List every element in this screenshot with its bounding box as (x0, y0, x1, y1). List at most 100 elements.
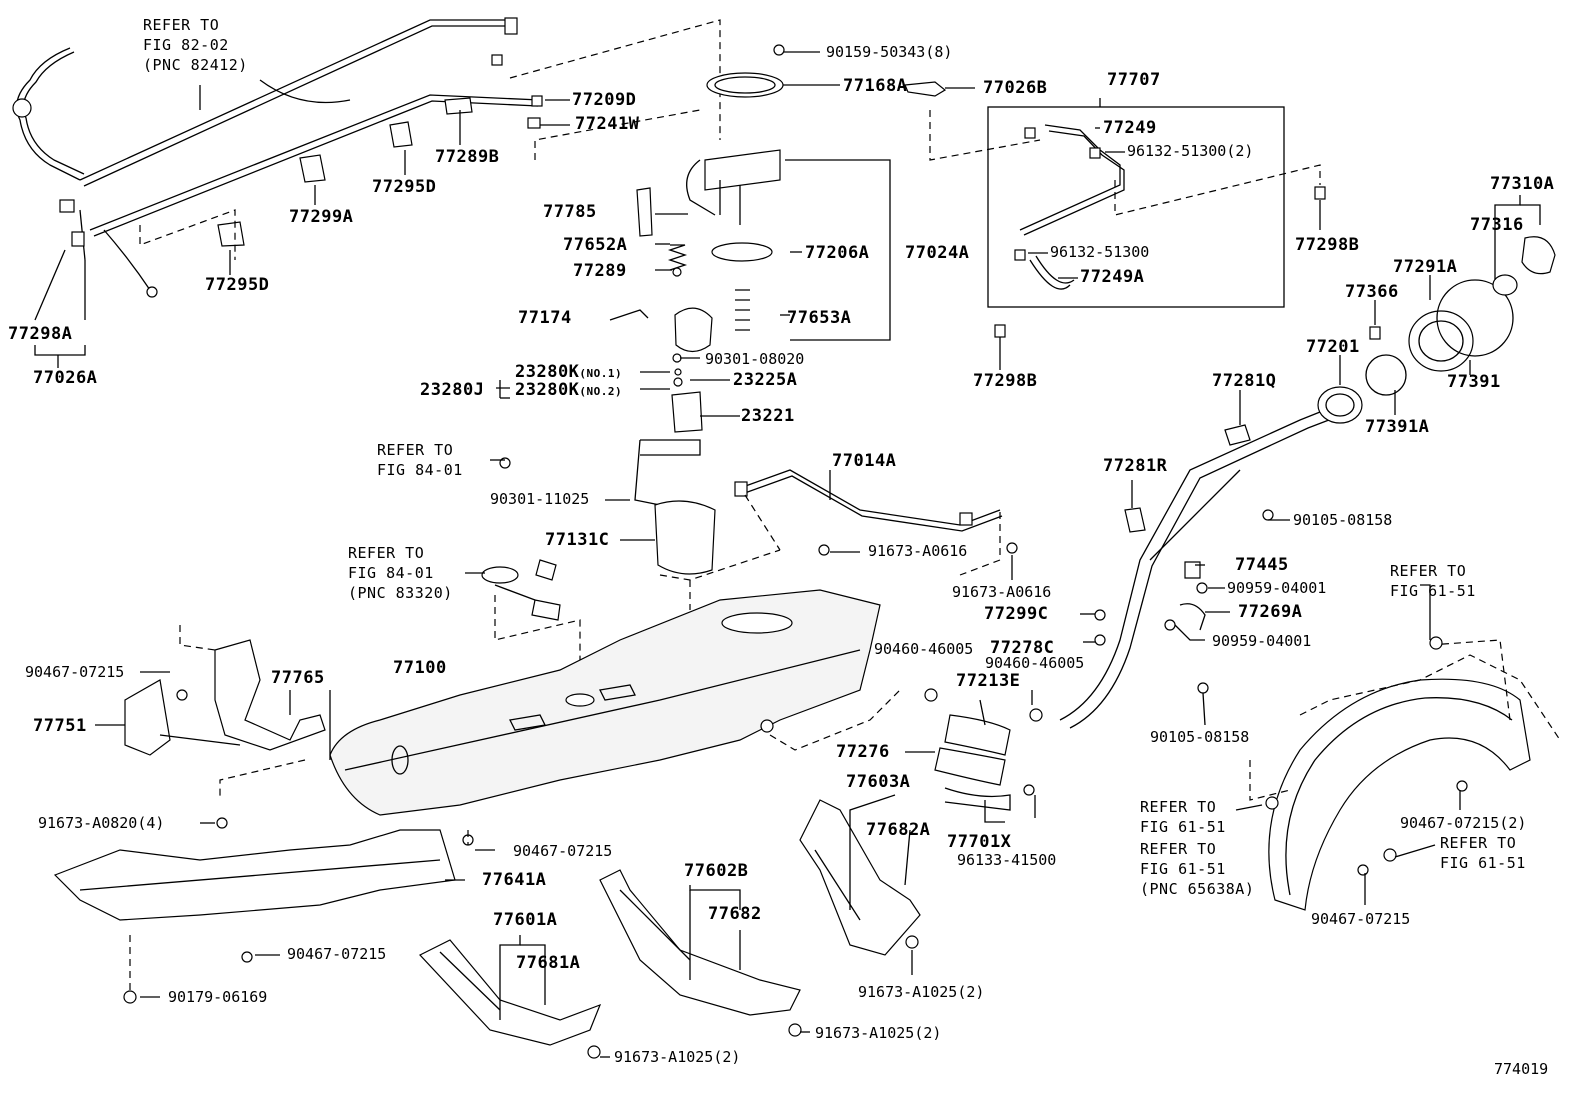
part-23280j[interactable]: 23280J (420, 380, 485, 400)
part-77316[interactable]: 77316 (1470, 215, 1524, 235)
part-91673-a1025-a[interactable]: 91673-A1025(2) (858, 983, 985, 1001)
part-77014a[interactable]: 77014A (832, 451, 897, 471)
ref-line: REFER TO (1140, 798, 1217, 816)
part-90467-07215-d[interactable]: 90467-07215(2) (1400, 814, 1527, 832)
part-77391[interactable]: 77391 (1447, 372, 1501, 392)
part-77603a[interactable]: 77603A (846, 772, 911, 792)
part-23280k-no2[interactable]: 23280K(NO.2) (515, 382, 622, 399)
part-77299a[interactable]: 77299A (289, 207, 354, 227)
part-77201[interactable]: 77201 (1306, 337, 1360, 357)
part-note: (NO.1) (579, 367, 623, 380)
part-77751[interactable]: 77751 (33, 716, 87, 736)
part-77445[interactable]: 77445 (1235, 555, 1289, 575)
part-90105-08158-a[interactable]: 90105-08158 (1293, 511, 1393, 529)
part-90467-07215-a[interactable]: 90467-07215 (25, 663, 125, 681)
part-77765[interactable]: 77765 (271, 668, 325, 688)
part-77206a[interactable]: 77206A (805, 243, 870, 263)
part-90460-46005-b[interactable]: 90460-46005 (985, 654, 1085, 672)
part-91673-a1025-b[interactable]: 91673-A1025(2) (815, 1024, 942, 1042)
part-90959-04001-a[interactable]: 90959-04001 (1227, 579, 1327, 597)
ref-fig-84-01-b[interactable]: REFER TO FIG 84-01 (PNC 83320) (348, 546, 453, 601)
part-91673-a0616-b[interactable]: 91673-A0616 (952, 583, 1052, 601)
part-23221[interactable]: 23221 (741, 406, 795, 426)
part-77641a[interactable]: 77641A (482, 870, 547, 890)
part-77298b-b[interactable]: 77298B (973, 371, 1038, 391)
part-77299c[interactable]: 77299C (984, 604, 1049, 624)
part-77024a[interactable]: 77024A (905, 243, 970, 263)
part-91673-a1025-c[interactable]: 91673-A1025(2) (614, 1048, 741, 1066)
part-77295d-b[interactable]: 77295D (205, 275, 270, 295)
part-77682a[interactable]: 77682A (866, 820, 931, 840)
part-77209d[interactable]: 77209D (572, 90, 637, 110)
part-77298b-a[interactable]: 77298B (1295, 235, 1360, 255)
part-77168a[interactable]: 77168A (843, 76, 908, 96)
ref-line: FIG 84-01 (348, 564, 434, 582)
part-91673-a0820-4[interactable]: 91673-A0820(4) (38, 814, 165, 832)
ref-fig-61-51-c[interactable]: REFER TO FIG 61-51 (PNC 65638A) (1140, 842, 1254, 897)
part-90460-46005-a[interactable]: 90460-46005 (874, 640, 974, 658)
part-number: 23280K (515, 362, 580, 382)
ref-fig-82-02[interactable]: REFER TO FIG 82-02 (PNC 82412) (143, 18, 248, 73)
part-77249[interactable]: 77249 (1103, 118, 1157, 138)
ref-line: FIG 61-51 (1390, 582, 1476, 600)
part-77366[interactable]: 77366 (1345, 282, 1399, 302)
part-23280k-no1[interactable]: 23280K(NO.1) (515, 364, 622, 381)
ref-line: FIG 61-51 (1140, 860, 1226, 878)
pump-bracket-lines (785, 159, 891, 341)
part-77026b[interactable]: 77026B (983, 78, 1048, 98)
part-90301-08020[interactable]: 90301-08020 (705, 350, 805, 368)
part-77602b[interactable]: 77602B (684, 861, 749, 881)
part-90179-06169[interactable]: 90179-06169 (168, 988, 268, 1006)
part-77289[interactable]: 77289 (573, 261, 627, 281)
tank-undercover (53, 829, 474, 1004)
part-77295d-a[interactable]: 77295D (372, 177, 437, 197)
part-77131c[interactable]: 77131C (545, 530, 610, 550)
part-96133-41500[interactable]: 96133-41500 (957, 851, 1057, 869)
part-77291a[interactable]: 77291A (1393, 257, 1458, 277)
ref-fig-61-51-a[interactable]: REFER TO FIG 61-51 (1390, 564, 1476, 599)
part-90159-50343[interactable]: 90159-50343(8) (826, 43, 953, 61)
dashed-leaders-top (139, 19, 1321, 260)
part-90467-07215-b[interactable]: 90467-07215 (513, 842, 613, 860)
ref-fig-84-01-a[interactable]: REFER TO FIG 84-01 (377, 443, 463, 478)
part-77785[interactable]: 77785 (543, 202, 597, 222)
part-77701x[interactable]: 77701X (947, 832, 1012, 852)
part-77298a[interactable]: 77298A (8, 324, 73, 344)
part-23225a[interactable]: 23225A (733, 370, 798, 390)
part-91673-a0616-a[interactable]: 91673-A0616 (868, 542, 968, 560)
part-77653a[interactable]: 77653A (787, 308, 852, 328)
part-number: 23280K (515, 380, 580, 400)
part-90105-08158-b[interactable]: 90105-08158 (1150, 728, 1250, 746)
part-77682[interactable]: 77682 (708, 904, 762, 924)
ref-fig-61-51-b[interactable]: REFER TO FIG 61-51 (1140, 800, 1226, 835)
part-77601a[interactable]: 77601A (493, 910, 558, 930)
part-90467-07215-e[interactable]: 90467-07215 (1311, 910, 1411, 928)
part-96132-51300[interactable]: 96132-51300 (1050, 243, 1150, 261)
part-77652a[interactable]: 77652A (563, 235, 628, 255)
part-77174[interactable]: 77174 (518, 308, 572, 328)
part-77391a[interactable]: 77391A (1365, 417, 1430, 437)
part-77213e[interactable]: 77213E (956, 671, 1021, 691)
part-77026a[interactable]: 77026A (33, 368, 98, 388)
part-77276[interactable]: 77276 (836, 742, 890, 762)
part-77278c[interactable]: 77278C (990, 638, 1055, 658)
fuel-pump-module (609, 44, 947, 610)
ref-fig-61-51-d[interactable]: REFER TO FIG 61-51 (1440, 836, 1526, 871)
part-77281q[interactable]: 77281Q (1212, 371, 1277, 391)
part-77100[interactable]: 77100 (393, 658, 447, 678)
part-77681a[interactable]: 77681A (516, 953, 581, 973)
part-77241w[interactable]: 77241W (575, 114, 640, 134)
part-96132-51300-2[interactable]: 96132-51300(2) (1127, 142, 1254, 160)
part-77281r[interactable]: 77281R (1103, 456, 1168, 476)
evap-line (734, 469, 1018, 576)
ref-line: FIG 61-51 (1140, 818, 1226, 836)
ref-line: FIG 84-01 (377, 461, 463, 479)
part-77269a[interactable]: 77269A (1238, 602, 1303, 622)
part-77249a[interactable]: 77249A (1080, 267, 1145, 287)
part-90467-07215-c[interactable]: 90467-07215 (287, 945, 387, 963)
part-77289b[interactable]: 77289B (435, 147, 500, 167)
part-90959-04001-b[interactable]: 90959-04001 (1212, 632, 1312, 650)
part-77310a[interactable]: 77310A (1490, 174, 1555, 194)
part-90301-11025[interactable]: 90301-11025 (490, 490, 590, 508)
part-77707[interactable]: 77707 (1107, 70, 1161, 90)
